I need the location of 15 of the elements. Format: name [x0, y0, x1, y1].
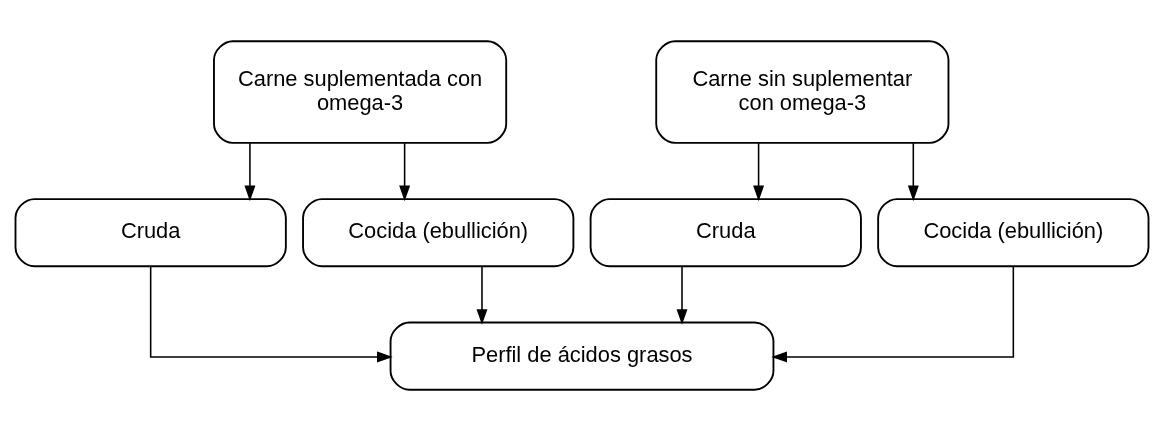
node-box: Cocida (ebullición) [302, 197, 575, 267]
arrow [149, 265, 393, 362]
arrow [476, 265, 488, 325]
arrow [244, 141, 256, 201]
arrow [676, 265, 688, 325]
arrow [753, 141, 765, 201]
arrow [771, 265, 1015, 362]
node-box: Cruda [14, 197, 287, 267]
node-box: Carne sin suplementar con omega-3 [655, 39, 950, 144]
node-box: Cocida (ebullición) [877, 197, 1150, 267]
node-box: Cruda [589, 197, 862, 267]
arrow [907, 141, 919, 201]
node-box: Carne suplementada con omega-3 [213, 39, 508, 144]
node-box: Perfil de ácidos grasos [389, 321, 775, 391]
arrow [399, 141, 411, 201]
